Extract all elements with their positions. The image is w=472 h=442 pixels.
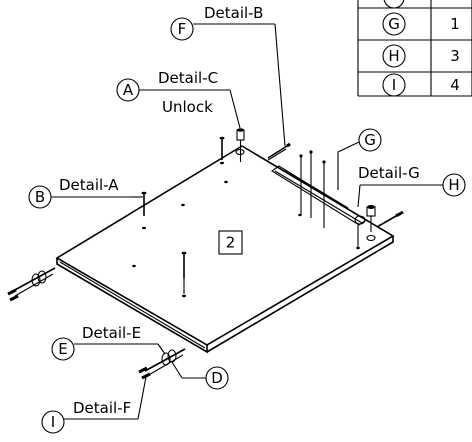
table-row: H 3 (382, 44, 460, 68)
callout-i: I Detail-F (41, 376, 147, 434)
bracket-g (271, 165, 367, 250)
callout-g: G (337, 128, 382, 190)
table-part-letter: H (388, 47, 399, 65)
callout-h-detail: Detail-G (358, 164, 420, 182)
hardware-bottom (138, 348, 186, 380)
screw-right-side (376, 210, 404, 228)
screw-lock-top (236, 128, 245, 162)
callout-i-detail: Detail-F (73, 399, 131, 417)
callout-a-letter: A (123, 81, 134, 99)
screw-pin (219, 136, 225, 165)
table-part-qty: 1 (450, 15, 460, 33)
callout-e: E Detail-E (51, 324, 166, 361)
screw-f (267, 142, 291, 161)
callout-b: B Detail-A (28, 176, 143, 209)
cam-lock-h (366, 205, 376, 232)
callout-f-detail: Detail-B (204, 4, 263, 22)
long-pins (299, 150, 326, 228)
table-part-letter: G (388, 15, 400, 33)
callout-f-letter: F (178, 20, 187, 38)
callout-b-letter: B (35, 188, 45, 206)
table-part-qty: 3 (450, 47, 460, 65)
callout-b-detail: Detail-A (59, 176, 119, 194)
panel-holes (132, 148, 376, 268)
callout-d: D (171, 361, 229, 390)
screw-center (181, 251, 187, 298)
hardware-left-end (7, 267, 56, 302)
callout-a: A Detail-C Unlock (116, 69, 241, 129)
table-row: I 4 (382, 73, 460, 97)
callout-e-letter: E (58, 340, 67, 358)
callout-g-letter: G (364, 131, 376, 149)
callout-h: H Detail-G (357, 164, 466, 208)
panel-number: 2 (226, 234, 236, 252)
screw-detail-a (141, 191, 147, 230)
parts-table: G 1 H 3 I 4 (357, 0, 472, 97)
callout-e-detail: Detail-E (82, 324, 141, 342)
callout-a-detail: Detail-C (158, 69, 218, 87)
callout-f: F Detail-B (170, 4, 286, 147)
callout-d-letter: D (211, 369, 223, 387)
callout-i-letter: I (51, 413, 55, 431)
table-part-letter: I (392, 76, 396, 94)
callout-h-letter: H (448, 176, 459, 194)
panel-number-box: 2 (218, 230, 243, 255)
table-row: G 1 (382, 12, 460, 36)
callout-a-note: Unlock (162, 98, 213, 116)
panel-board (55, 145, 395, 354)
table-part-qty: 4 (450, 76, 460, 94)
